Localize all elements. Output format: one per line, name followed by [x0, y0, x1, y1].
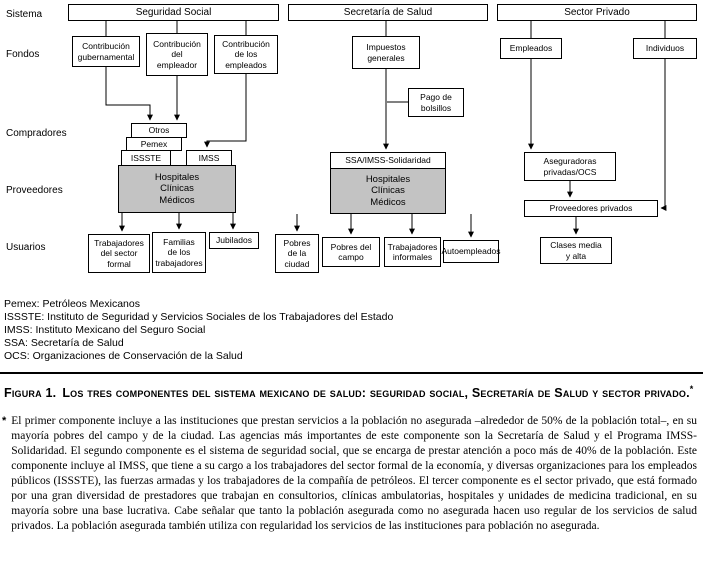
figure-caption: Figura 1. Los tres componentes del sistem…	[0, 374, 703, 406]
box-familias-trabajadores: Familias de los trabajadores	[152, 232, 206, 273]
diagram-connectors	[105, 21, 667, 238]
box-pemex: Pemex	[126, 137, 182, 151]
row-label-proveedores: Proveedores	[6, 185, 63, 196]
box-jubilados: Jubilados	[209, 232, 259, 249]
abbreviation-ssa: SSA: Secretaría de Salud	[4, 337, 124, 349]
box-aseguradoras-privadas: Aseguradoras privadas/OCS	[524, 152, 616, 181]
box-proveedores-privados: Proveedores privados	[524, 200, 658, 217]
figure-title: Los tres componentes del sistema mexican…	[62, 386, 690, 401]
row-label-usuarios: Usuarios	[6, 242, 46, 253]
box-trabajadores-informales: Trabajadores informales	[384, 237, 441, 267]
health-system-diagram: Sistema Fondos Compradores Proveedores U…	[6, 4, 697, 273]
box-contribucion-empleador: Contribución del empleador	[146, 33, 208, 76]
abbreviation-issste: ISSSTE: Instituto de Seguridad y Servici…	[4, 311, 394, 323]
abbreviation-ocs: OCS: Organizaciones de Conservación de l…	[4, 350, 243, 362]
box-trabajadores-sector-formal: Trabajadores del sector formal	[88, 234, 150, 273]
header-seguridad-social: Seguridad Social	[68, 4, 279, 21]
header-secretaria-salud: Secretaría de Salud	[288, 4, 488, 21]
box-pobres-ciudad: Pobres de la ciudad	[275, 234, 319, 273]
box-pago-de-bolsillos: Pago de bolsillos	[408, 88, 464, 117]
figure-label: Figura 1.	[4, 386, 57, 401]
box-issste: ISSSTE	[121, 150, 171, 166]
row-label-compradores: Compradores	[6, 128, 67, 139]
abbreviation-pemex: Pemex: Petróleos Mexicanos	[4, 298, 140, 310]
footnote-text: El primer componente incluye a las insti…	[11, 415, 697, 532]
horizontal-rule	[0, 372, 703, 374]
box-individuos: Individuos	[633, 38, 697, 59]
caption-asterisk: *	[689, 384, 694, 394]
footnote: * El primer componente incluye a las ins…	[0, 406, 703, 534]
row-label-sistema: Sistema	[6, 9, 43, 20]
box-ssa-imss-solidaridad: SSA/IMSS-Solidaridad	[330, 152, 446, 169]
box-proveedores-seguridad-social: Hospitales Clínicas Médicos	[118, 165, 236, 213]
box-imss: IMSS	[186, 150, 232, 166]
abbreviation-list: Pemex: Petróleos Mexicanos ISSSTE: Insti…	[0, 292, 703, 363]
box-impuestos-generales: Impuestos generales	[352, 36, 420, 69]
box-pobres-campo: Pobres del campo	[322, 237, 380, 267]
header-sector-privado: Sector Privado	[497, 4, 697, 21]
box-clases-media-alta: Clases media y alta	[540, 237, 612, 264]
box-empleados: Empleados	[500, 38, 562, 59]
footnote-asterisk: *	[2, 415, 7, 428]
box-contribucion-gubernamental: Contribución gubernamental	[72, 36, 140, 67]
box-contribucion-empleados: Contribución de los empleados	[214, 35, 278, 74]
row-label-fondos: Fondos	[6, 49, 40, 60]
box-otros: Otros	[131, 123, 187, 138]
box-autoempleados: Autoempleados	[441, 240, 501, 263]
box-proveedores-secretaria-salud: Hospitales Clínicas Médicos	[330, 168, 446, 214]
abbreviation-imss: IMSS: Instituto Mexicano del Seguro Soci…	[4, 324, 206, 336]
